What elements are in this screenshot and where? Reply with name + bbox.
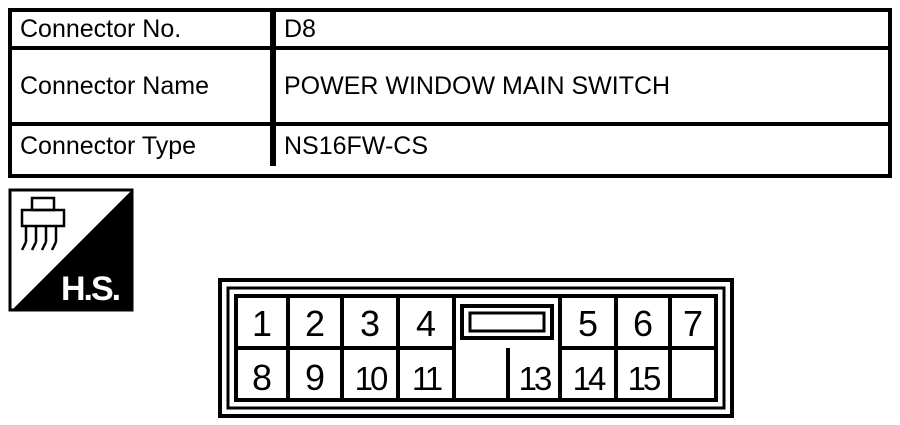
pin-10: 10 <box>355 360 388 397</box>
connector-type-value: NS16FW-CS <box>274 126 888 166</box>
connector-name-label: Connector Name <box>12 50 274 126</box>
pin-7: 7 <box>683 303 703 344</box>
pin-6: 6 <box>633 303 653 344</box>
pin-14: 14 <box>573 360 606 397</box>
connector-face-diagram: 1 2 3 4 5 6 7 8 9 10 11 13 14 15 <box>218 278 734 418</box>
connector-no-label: Connector No. <box>12 12 274 50</box>
pin-4: 4 <box>416 303 436 344</box>
pin-2: 2 <box>305 303 325 344</box>
pin-9: 9 <box>305 357 325 398</box>
harness-side-icon: H.S. <box>8 188 134 312</box>
pin-5: 5 <box>578 303 598 344</box>
pin-3: 3 <box>360 303 380 344</box>
connector-lock-latch <box>460 304 554 340</box>
pin-15: 15 <box>628 360 660 397</box>
connector-plug-icon <box>20 196 66 251</box>
pin-8: 8 <box>252 357 272 398</box>
connector-info-table: Connector No. D8 Connector Name POWER WI… <box>8 8 892 178</box>
harness-side-label: H.S. <box>61 270 120 308</box>
connector-no-value: D8 <box>274 12 888 50</box>
pin-1: 1 <box>252 303 272 344</box>
pin-13: 13 <box>519 360 551 397</box>
pin-11: 11 <box>412 360 442 397</box>
connector-name-value: POWER WINDOW MAIN SWITCH <box>274 50 888 126</box>
connector-type-label: Connector Type <box>12 126 274 166</box>
